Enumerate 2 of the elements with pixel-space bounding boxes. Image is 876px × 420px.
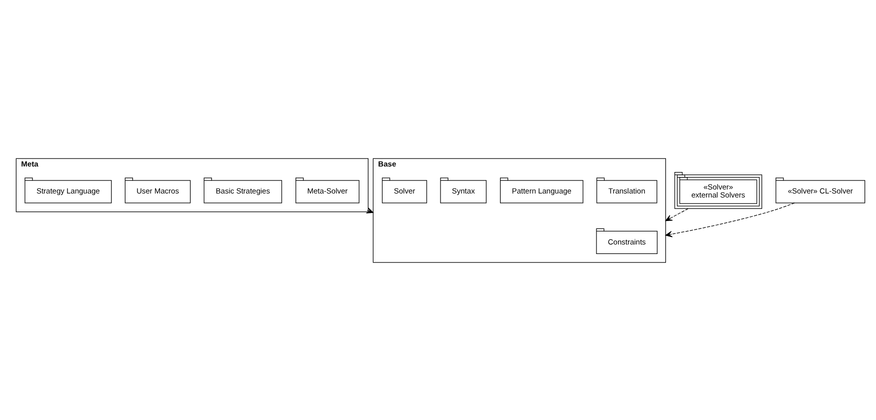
arrow bbox=[665, 208, 688, 221]
arrow bbox=[665, 202, 795, 237]
